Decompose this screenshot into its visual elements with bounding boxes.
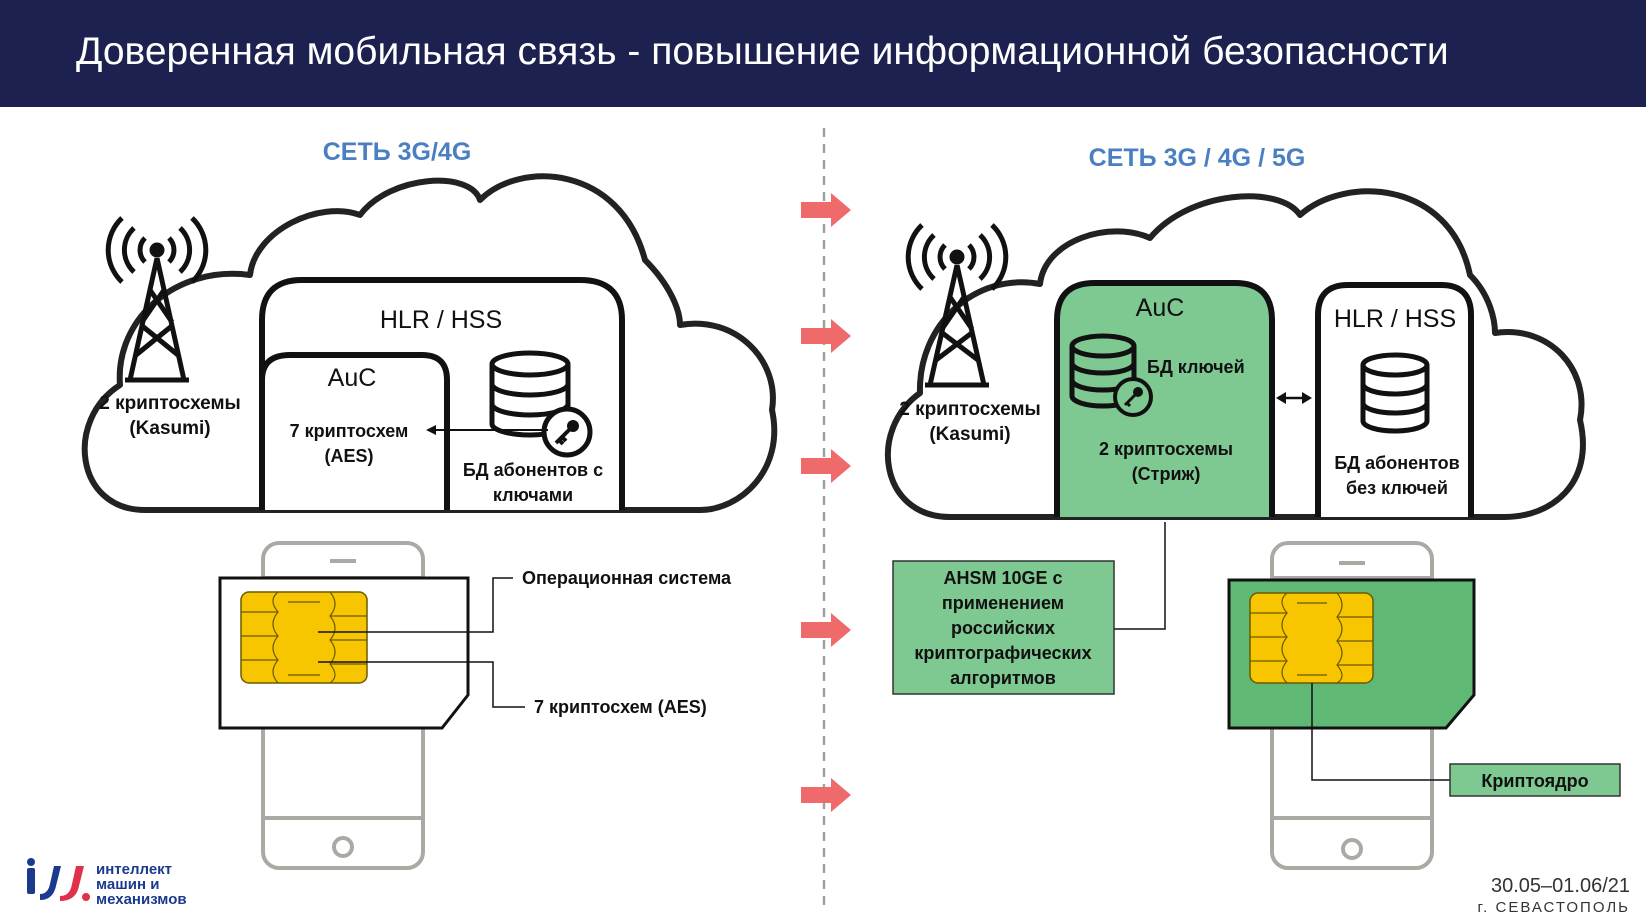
right-auc-db-label: БД ключей	[1147, 357, 1245, 377]
key-icon	[1113, 377, 1153, 417]
ahsm-line-4: криптографических	[914, 643, 1091, 663]
antenna-tower-icon	[105, 216, 209, 383]
ahsm-line-5: алгоритмов	[950, 668, 1056, 688]
crypto-core-connector	[1311, 683, 1450, 781]
left-auc-title: AuC	[328, 364, 377, 392]
arrow-right-icon	[801, 613, 851, 647]
right-auc-text-1: 2 криптосхемы	[1099, 439, 1233, 459]
event-city: г. СЕВАСТОПОЛЬ	[1477, 899, 1630, 916]
double-arrow-icon	[1276, 392, 1312, 404]
event-date-block: 30.05–01.06/21 г. СЕВАСТОПОЛЬ	[1478, 875, 1630, 919]
ahsm-box	[892, 560, 1115, 695]
arrow-right-icon	[801, 778, 851, 812]
crypto-core-label: Криптоядро	[1481, 771, 1588, 791]
left-section-title: СЕТЬ 3G/4G	[323, 138, 472, 166]
db-to-auc-arrow	[426, 425, 548, 435]
right-hlr-title: HLR / HSS	[1334, 305, 1456, 333]
left-tower-label-1: 2 криптосхемы	[99, 393, 241, 414]
left-auc-text-1: 7 криптосхем	[290, 421, 409, 441]
right-tower-label-1: 2 криптосхемы	[899, 399, 1041, 420]
logo: интеллект машин и механизмов	[27, 858, 187, 908]
transition-arrows	[801, 193, 851, 812]
logo-mark-icon	[27, 858, 90, 901]
antenna-tower-icon	[905, 223, 1009, 388]
database-icon	[1360, 352, 1430, 434]
page-title: Доверенная мобильная связь - повышение и…	[76, 30, 1449, 73]
ahsm-connector-line	[1114, 522, 1166, 630]
logo-line-2: машин и	[96, 876, 159, 893]
crypto-core-box	[1449, 763, 1621, 797]
arrow-right-icon	[801, 193, 851, 227]
right-section-title: СЕТЬ 3G / 4G / 5G	[1089, 144, 1306, 172]
right-tower-label-2: (Kasumi)	[929, 424, 1010, 445]
left-db-label-2: ключами	[493, 485, 573, 505]
left-auc-box	[259, 352, 450, 510]
right-auc-text-2: (Стриж)	[1132, 464, 1201, 484]
logo-line-3: механизмов	[96, 891, 187, 908]
left-db-label-1: БД абонентов с	[463, 460, 603, 480]
event-date: 30.05–01.06/21	[1490, 875, 1630, 897]
header-bar: Доверенная мобильная связь - повышение и…	[0, 0, 1646, 107]
right-auc-title: AuC	[1136, 294, 1185, 322]
key-icon	[541, 406, 593, 458]
sim-chip	[1249, 592, 1374, 684]
right-db-label-2: без ключей	[1346, 478, 1448, 498]
ahsm-line-2: применением	[942, 593, 1064, 613]
ahsm-line-3: российских	[951, 618, 1055, 638]
sim-callout-lines	[318, 577, 525, 708]
arrow-right-icon	[801, 319, 851, 353]
sim-os-label: Операционная система	[522, 568, 732, 588]
left-hlr-title: HLR / HSS	[380, 306, 502, 334]
right-db-label-1: БД абонентов	[1334, 453, 1459, 473]
sim-crypto-label: 7 криптосхем (AES)	[534, 697, 707, 717]
logo-line-1: интеллект	[96, 861, 172, 878]
sim-chip	[240, 591, 368, 684]
left-tower-label-2: (Kasumi)	[129, 418, 210, 439]
left-auc-text-2: (AES)	[325, 446, 374, 466]
ahsm-line-1: AHSM 10GE с	[943, 568, 1062, 588]
arrow-right-icon	[801, 449, 851, 483]
